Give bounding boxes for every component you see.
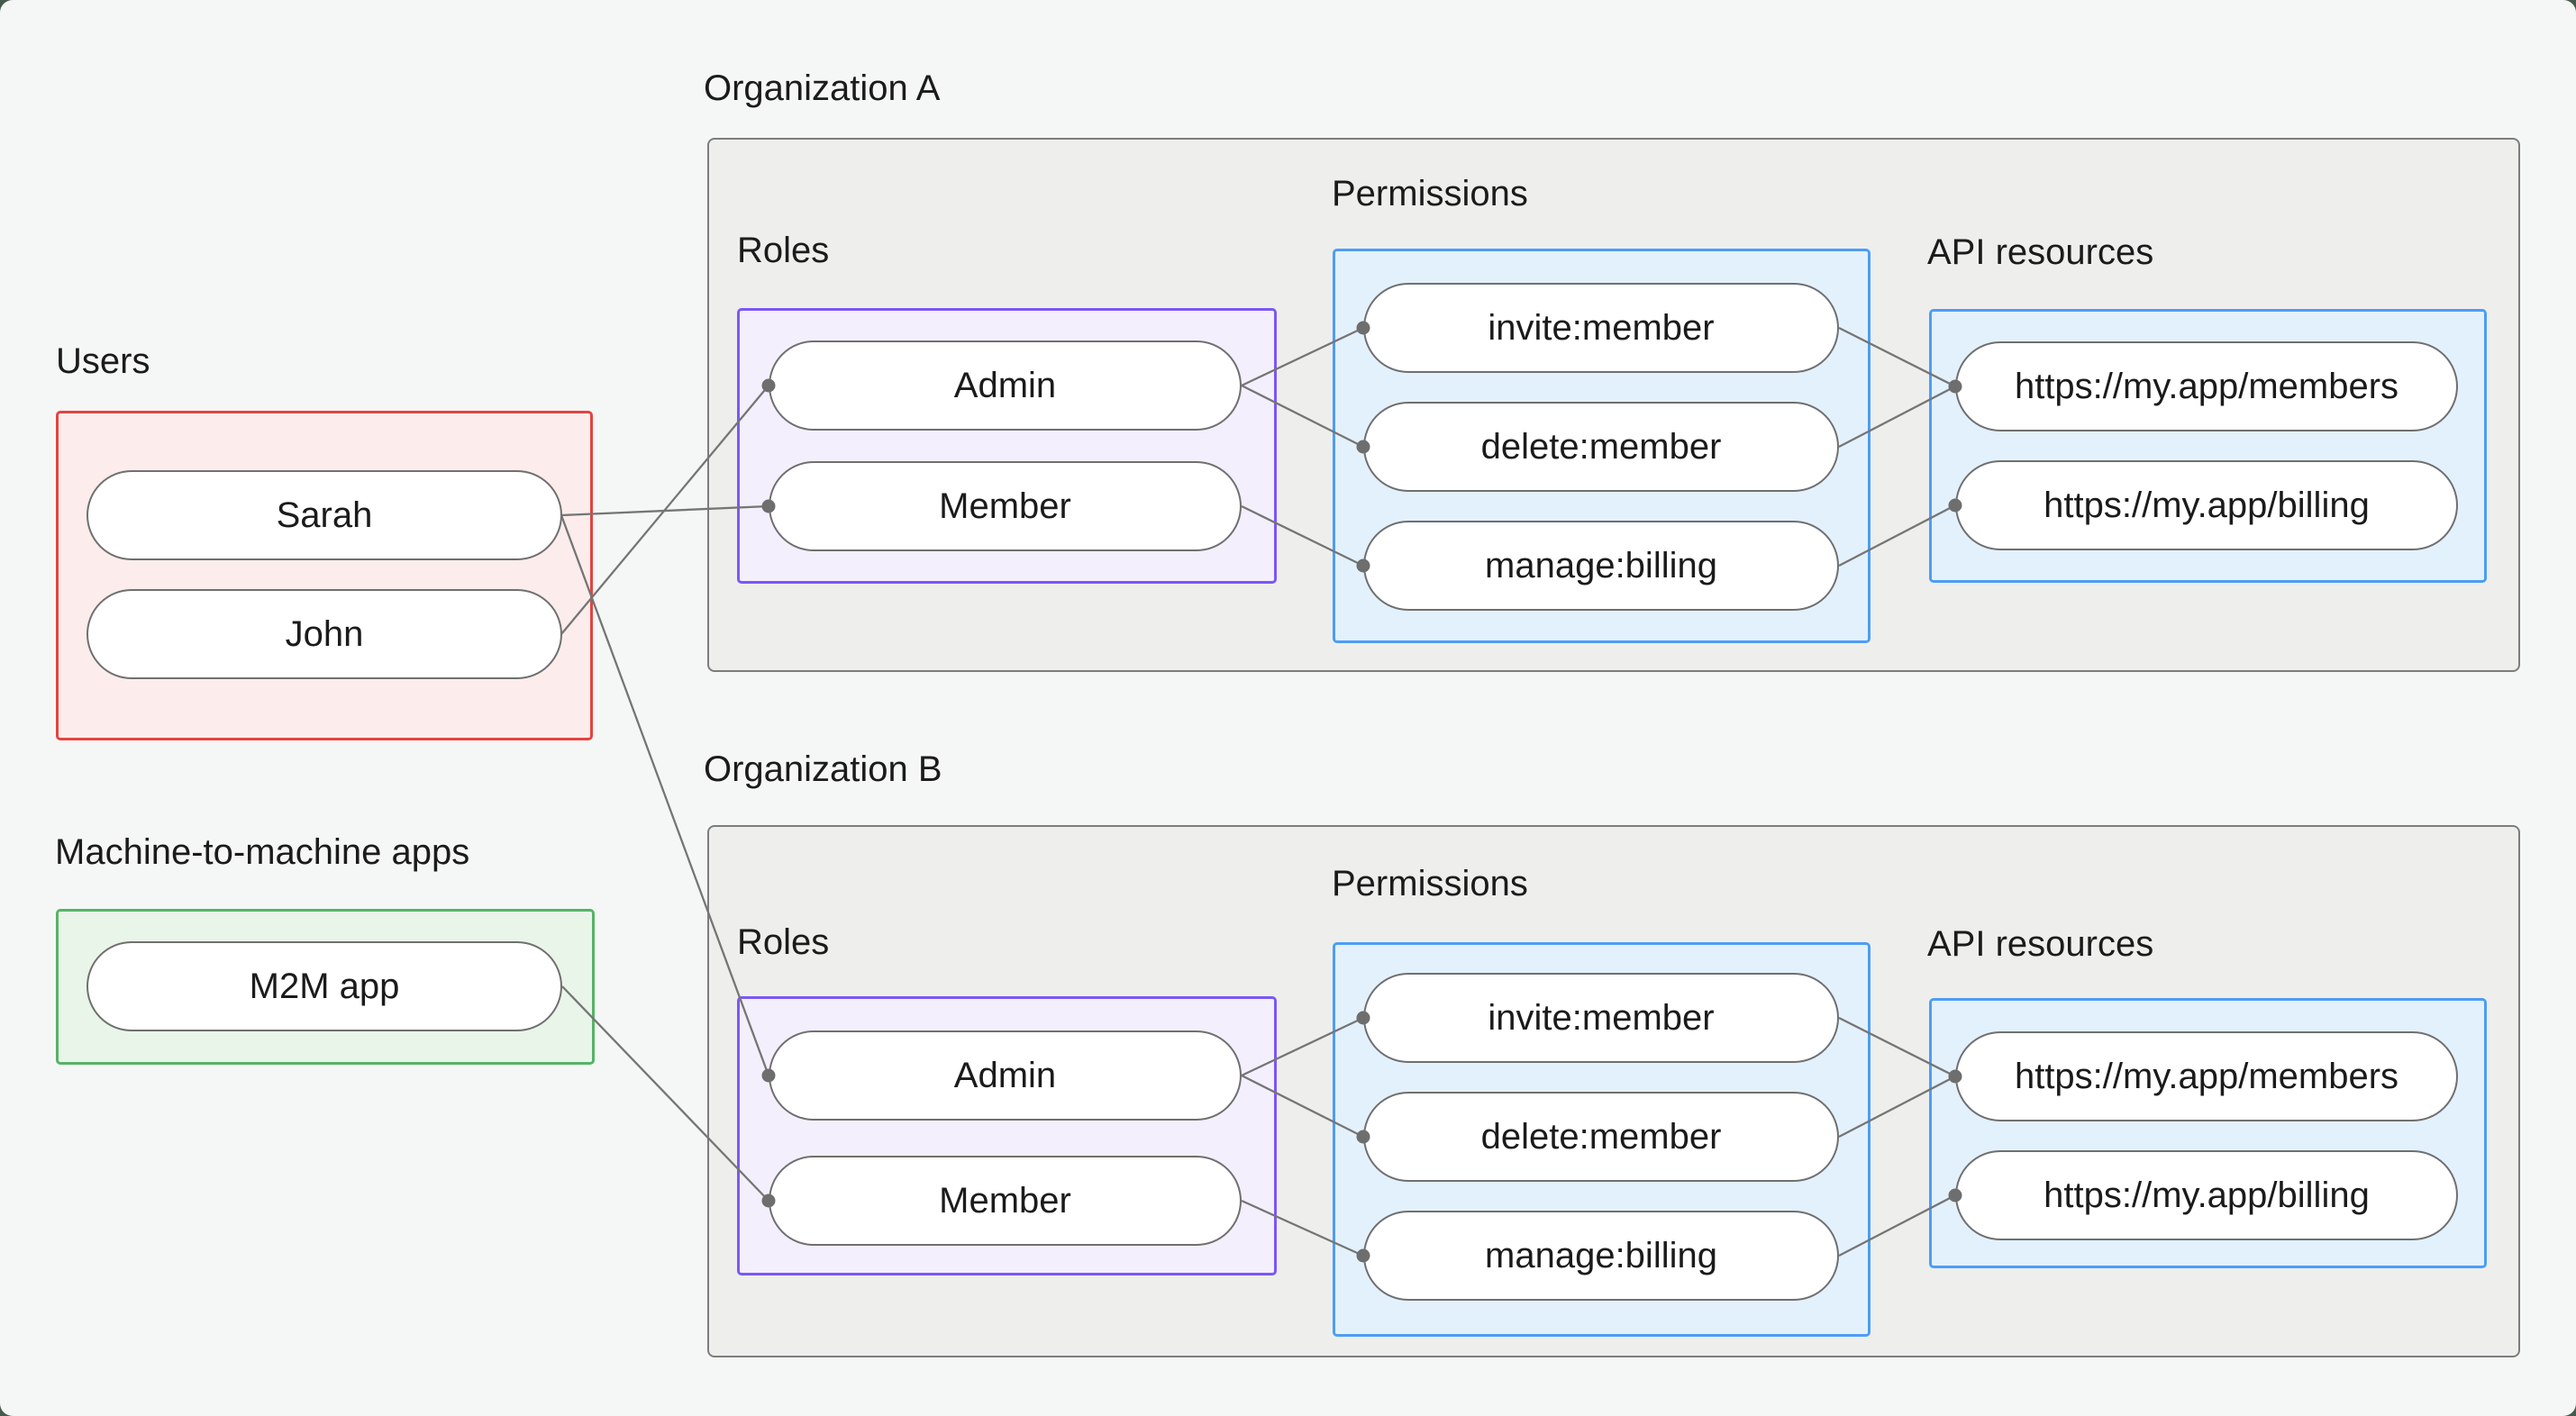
node-org-b-perm-delete-member: delete:member — [1363, 1092, 1839, 1182]
node-org-b-api-billing: https://my.app/billing — [1955, 1150, 2458, 1240]
node-org-b-role-admin: Admin — [769, 1030, 1242, 1121]
node-org-a-api-members: https://my.app/members — [1955, 341, 2458, 431]
node-org-a-role-admin: Admin — [769, 340, 1242, 431]
node-org-b-role-member: Member — [769, 1156, 1242, 1246]
node-user-sarah: Sarah — [86, 470, 562, 560]
node-user-john: John — [86, 589, 562, 679]
m2m-group-label: Machine-to-machine apps — [55, 832, 470, 872]
node-org-a-perm-invite-member: invite:member — [1363, 283, 1839, 373]
org-b-api-resources-label: API resources — [1927, 924, 2154, 964]
organization-b-title: Organization B — [704, 749, 942, 789]
org-a-api-resources-label: API resources — [1927, 232, 2154, 272]
node-org-b-perm-manage-billing: manage:billing — [1363, 1211, 1839, 1301]
organization-a-title: Organization A — [704, 68, 941, 108]
org-b-permissions-label: Permissions — [1332, 864, 1528, 903]
node-m2m-app: M2M app — [86, 941, 562, 1031]
node-org-a-perm-manage-billing: manage:billing — [1363, 521, 1839, 611]
node-org-b-perm-invite-member: invite:member — [1363, 973, 1839, 1063]
org-b-roles-label: Roles — [737, 922, 830, 962]
node-org-a-api-billing: https://my.app/billing — [1955, 460, 2458, 550]
node-org-a-perm-delete-member: delete:member — [1363, 402, 1839, 492]
org-a-roles-label: Roles — [737, 231, 830, 270]
users-group-label: Users — [56, 341, 150, 381]
node-org-b-api-members: https://my.app/members — [1955, 1031, 2458, 1121]
users-group-box — [56, 411, 593, 740]
org-a-permissions-label: Permissions — [1332, 174, 1528, 213]
node-org-a-role-member: Member — [769, 461, 1242, 551]
